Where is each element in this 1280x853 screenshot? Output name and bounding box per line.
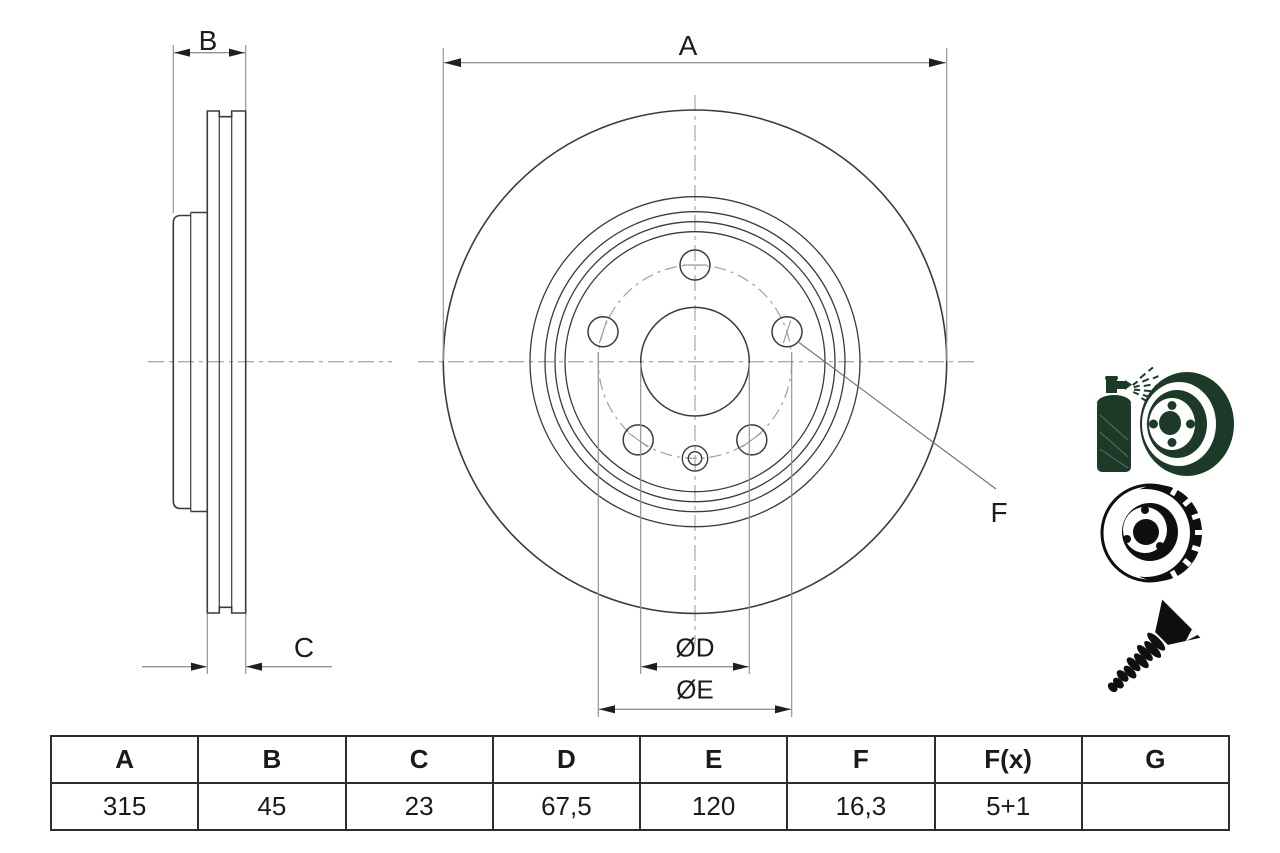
dimension-d-label: ØD — [675, 632, 715, 663]
header-a: A — [49, 735, 200, 784]
value-f: 16,3 — [786, 782, 936, 831]
side-view — [142, 45, 392, 674]
dimension-b-label: B — [198, 25, 218, 56]
header-c: C — [344, 735, 494, 784]
dimension-c — [142, 614, 332, 674]
countersunk-screw-icon — [1107, 599, 1201, 693]
hat-ring-circle-1 — [544, 211, 846, 513]
outer-diameter-circle — [442, 109, 948, 615]
dimension-a-label: A — [678, 30, 698, 61]
hat-ring-circle-2 — [554, 221, 836, 503]
value-fx: 5+1 — [933, 782, 1083, 831]
dimension-e-label: ØE — [676, 674, 714, 705]
value-c: 23 — [344, 782, 494, 831]
pin-hole-inner — [687, 450, 703, 466]
vented-brake-disc-icon — [1100, 483, 1203, 583]
dimension-table: A B C D E F F(x) G 315 45 23 67,5 120 16… — [49, 735, 1231, 831]
bolt-hole-ticks — [598, 264, 792, 448]
header-fx: F(x) — [933, 735, 1083, 784]
friction-surface-inner-circle — [529, 196, 861, 528]
table-row: 315 45 23 67,5 120 16,3 5+1 — [49, 782, 1231, 831]
header-g: G — [1080, 735, 1231, 784]
center-bore-circle — [639, 306, 751, 417]
dimension-table-values: 315 45 23 67,5 120 16,3 5+1 — [49, 782, 1231, 831]
value-g — [1080, 782, 1231, 831]
value-e: 120 — [638, 782, 789, 831]
bolt-holes — [587, 249, 803, 456]
bolt-hole-upper-right — [771, 316, 803, 348]
f-leader-line — [798, 342, 997, 490]
bolt-hole-lower-right — [736, 424, 768, 456]
value-b: 45 — [197, 782, 347, 831]
dimension-c-label: C — [293, 632, 315, 663]
dimension-a — [442, 48, 948, 361]
value-a: 315 — [49, 782, 200, 831]
hat-outer-profile — [172, 214, 191, 510]
vent-slots — [1169, 486, 1203, 580]
front-view — [418, 48, 997, 717]
bolt-hole-top — [679, 249, 711, 281]
header-e: E — [638, 735, 789, 784]
dimension-table-header: A B C D E F F(x) G — [49, 735, 1231, 784]
spray-can-brake-drum-icon — [1097, 366, 1234, 476]
bolt-hole-upper-left — [587, 316, 619, 348]
header-f: F — [786, 735, 936, 784]
dimension-b — [172, 45, 247, 213]
header-b: B — [197, 735, 347, 784]
value-d: 67,5 — [491, 782, 642, 831]
bolt-hole-lower-left — [622, 424, 654, 456]
dimension-e — [597, 352, 793, 717]
dimension-f-label: F — [990, 497, 1008, 528]
dimension-d — [640, 363, 750, 674]
header-d: D — [491, 735, 642, 784]
pin-hole-outer — [681, 444, 709, 472]
